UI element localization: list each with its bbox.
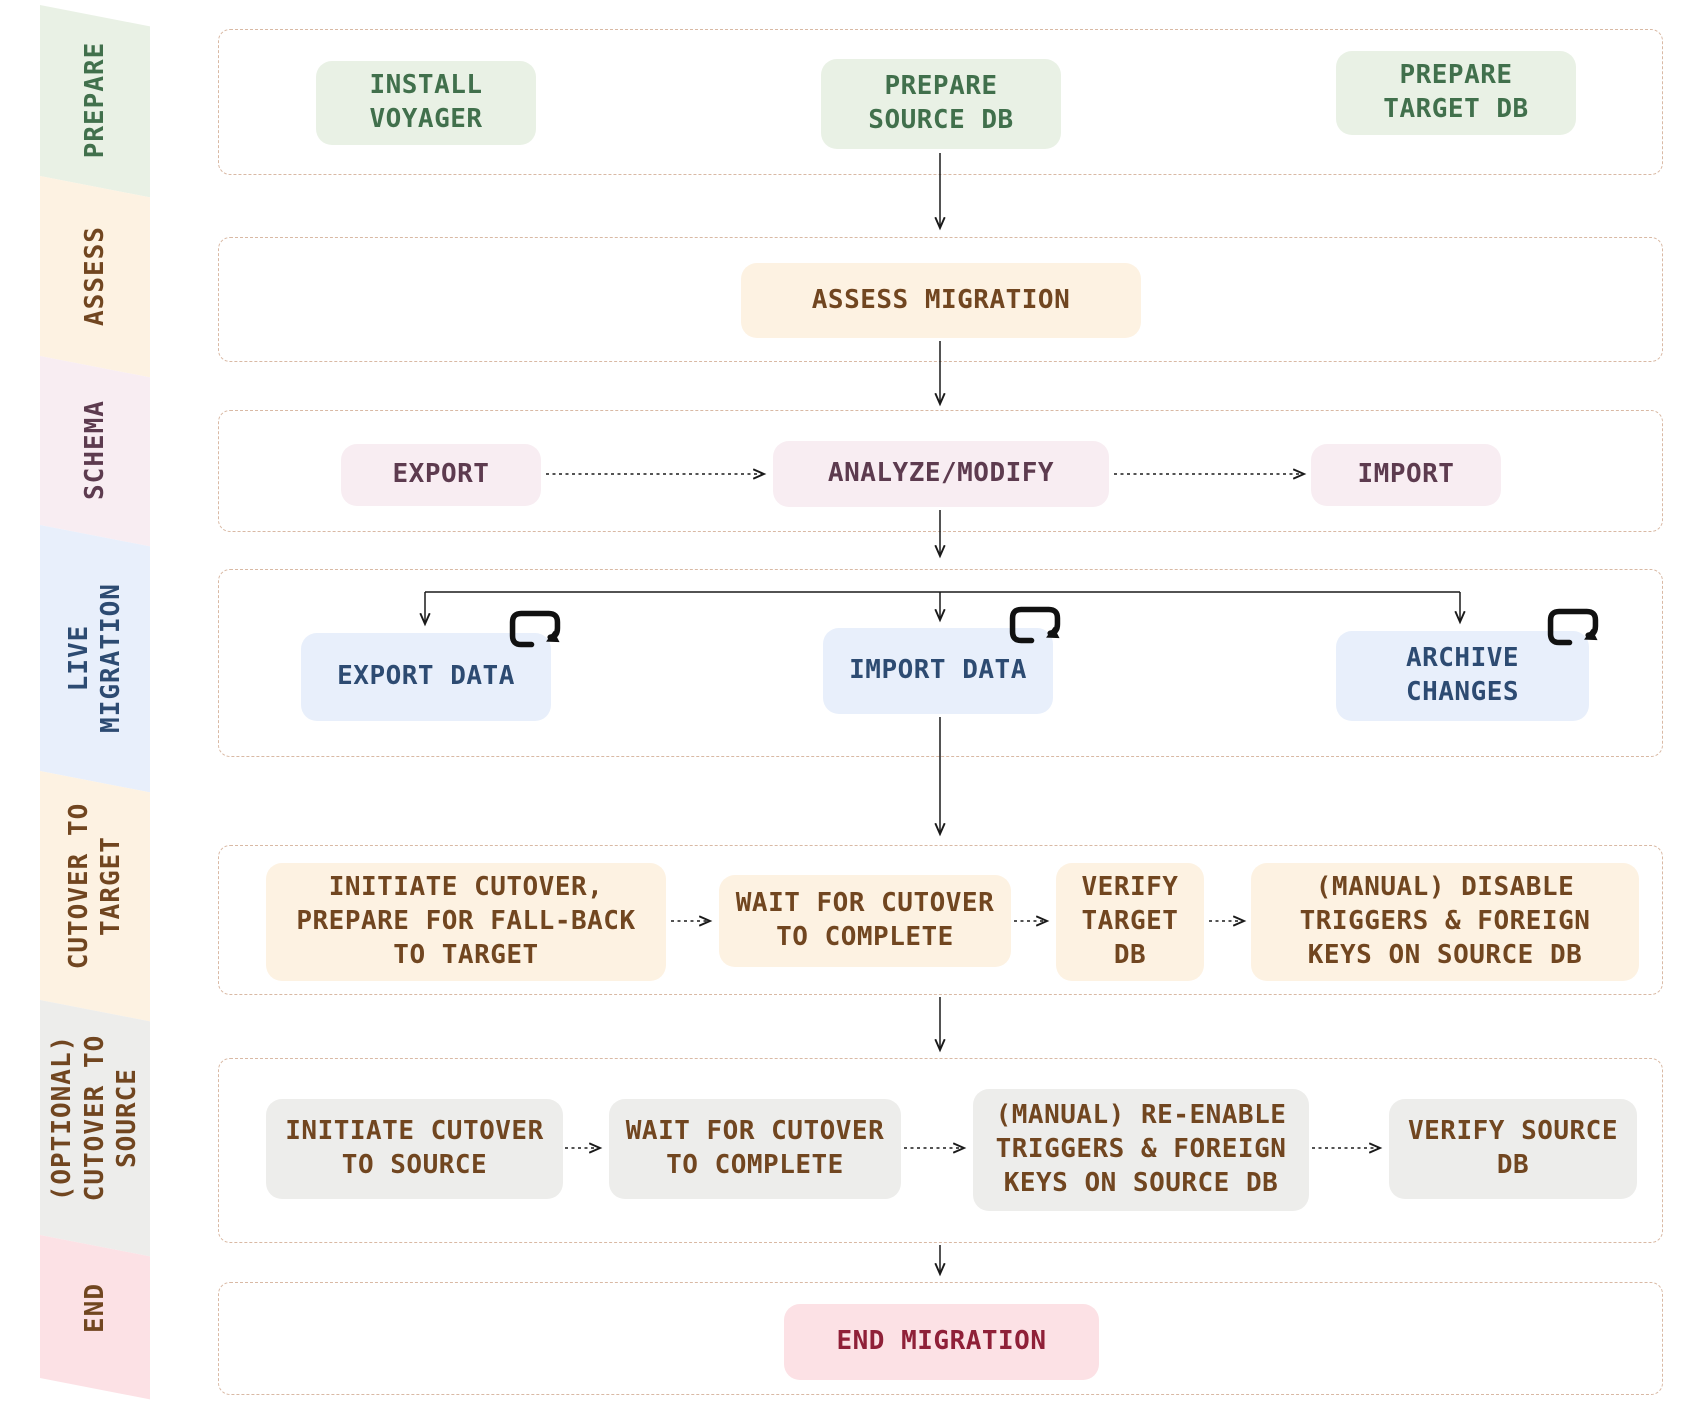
node-archive-changes: ARCHIVE CHANGES — [1336, 631, 1589, 721]
node-prepare-source-db: PREPARE SOURCE DB — [821, 59, 1061, 149]
stage-container-schema: EXPORT ANALYZE/MODIFY IMPORT — [218, 410, 1663, 532]
stage-band-optional-cutover-to-source — [40, 1000, 150, 1257]
node-initiate-cutover-to-target: INITIATE CUTOVER, PREPARE FOR FALL-BACK … — [266, 863, 666, 981]
stage-band-prepare — [40, 5, 150, 198]
node-prepare-target-db: PREPARE TARGET DB — [1336, 51, 1576, 135]
stage-band-end — [40, 1235, 150, 1400]
node-verify-target-db: VERIFY TARGET DB — [1056, 863, 1204, 981]
node-analyze-modify-schema: ANALYZE/MODIFY — [773, 441, 1109, 507]
stage-band-schema — [40, 356, 150, 547]
node-install-voyager: INSTALL VOYAGER — [316, 61, 536, 145]
node-initiate-cutover-to-source: INITIATE CUTOVER TO SOURCE — [266, 1099, 563, 1199]
node-assess-migration: ASSESS MIGRATION — [741, 263, 1141, 338]
node-verify-source-db: VERIFY SOURCE DB — [1389, 1099, 1637, 1199]
node-wait-for-cutover-target: WAIT FOR CUTOVER TO COMPLETE — [719, 875, 1011, 967]
node-import-data: IMPORT DATA — [823, 628, 1053, 714]
stage-container-cutover-to-target: INITIATE CUTOVER, PREPARE FOR FALL-BACK … — [218, 845, 1663, 995]
node-manual-disable-triggers: (MANUAL) DISABLE TRIGGERS & FOREIGN KEYS… — [1251, 863, 1639, 981]
node-wait-for-cutover-source: WAIT FOR CUTOVER TO COMPLETE — [609, 1099, 901, 1199]
node-manual-reenable-triggers: (MANUAL) RE-ENABLE TRIGGERS & FOREIGN KE… — [973, 1089, 1309, 1211]
node-export-data: EXPORT DATA — [301, 633, 551, 721]
stage-band-assess — [40, 176, 150, 378]
stage-container-prepare: INSTALL VOYAGER PREPARE SOURCE DB PREPAR… — [218, 29, 1663, 175]
stage-container-end: END MIGRATION — [218, 1282, 1663, 1395]
node-import-schema: IMPORT — [1311, 444, 1501, 506]
stage-band-cutover-to-target — [40, 771, 150, 1022]
node-export-schema: EXPORT — [341, 444, 541, 506]
stage-container-optional-cutover-to-source: INITIATE CUTOVER TO SOURCE WAIT FOR CUTO… — [218, 1058, 1663, 1243]
stage-band-live-migration — [40, 525, 150, 793]
node-end-migration: END MIGRATION — [784, 1304, 1099, 1380]
stage-container-assess: ASSESS MIGRATION — [218, 237, 1663, 362]
stage-container-live-migration: EXPORT DATA IMPORT DATA ARCHIVE CHANGES — [218, 569, 1663, 757]
